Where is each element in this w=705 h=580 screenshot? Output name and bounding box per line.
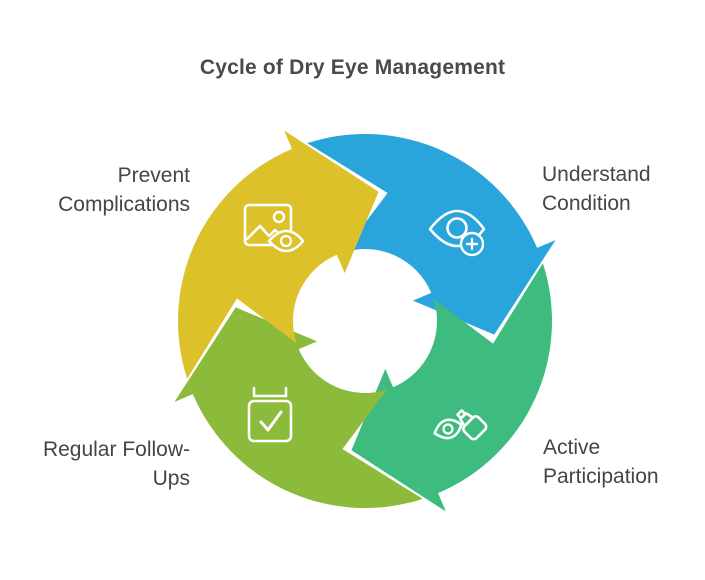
calendar-check-icon — [247, 386, 293, 443]
cycle-ring — [174, 130, 556, 512]
label-line: Active — [543, 436, 601, 459]
label-line: Condition — [542, 192, 631, 215]
label-line: Understand — [542, 163, 651, 186]
eye-plus-icon — [428, 209, 486, 257]
label-line: Ups — [152, 467, 190, 490]
cycle-segment-regular-follow-ups — [174, 307, 423, 509]
page-title: Cycle of Dry Eye Management — [199, 56, 506, 79]
cycle-segment-active-participation — [351, 263, 553, 512]
label-line: Regular Follow- — [42, 438, 190, 461]
label-line: Complications — [58, 193, 190, 216]
label-regular-follow-ups: Regular Follow- Ups — [19, 435, 190, 493]
label-understand-condition: Understand Condition — [542, 160, 697, 218]
cycle-segment-understand-condition — [307, 133, 556, 335]
label-prevent-complications: Prevent Complications — [19, 161, 190, 219]
label-line: Prevent — [117, 164, 190, 187]
eye-drop-icon — [433, 409, 488, 441]
label-line: Participation — [543, 465, 659, 488]
picture-eye-icon — [243, 203, 305, 253]
cycle-segment-prevent-complications — [177, 130, 379, 379]
label-active-participation: Active Participation — [543, 433, 698, 491]
